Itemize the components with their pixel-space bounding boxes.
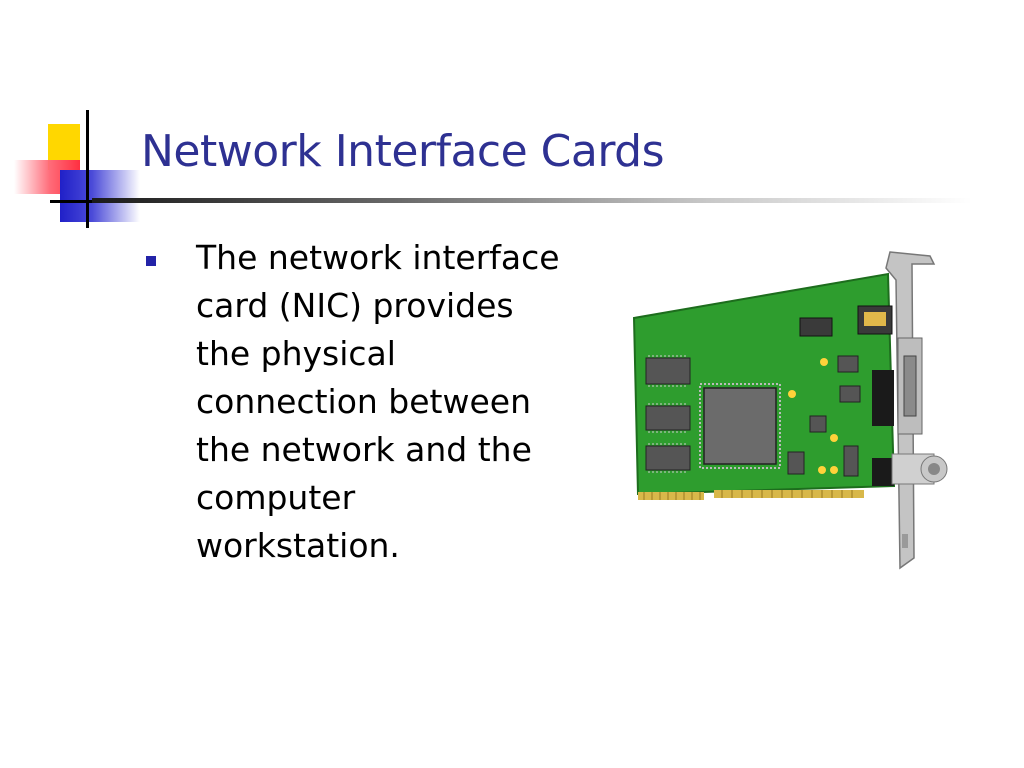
edge-connector <box>638 490 864 500</box>
decorative-vertical-line <box>86 110 89 228</box>
decorative-horizontal-line <box>50 200 98 203</box>
decorative-blue-bar <box>60 170 140 222</box>
slide-title: Network Interface Cards <box>141 126 665 177</box>
bullet-text: The network interface card (NIC) provide… <box>196 238 560 565</box>
square-bullet-icon <box>146 256 156 266</box>
title-underline <box>92 198 972 203</box>
network-card-illustration <box>632 251 948 570</box>
